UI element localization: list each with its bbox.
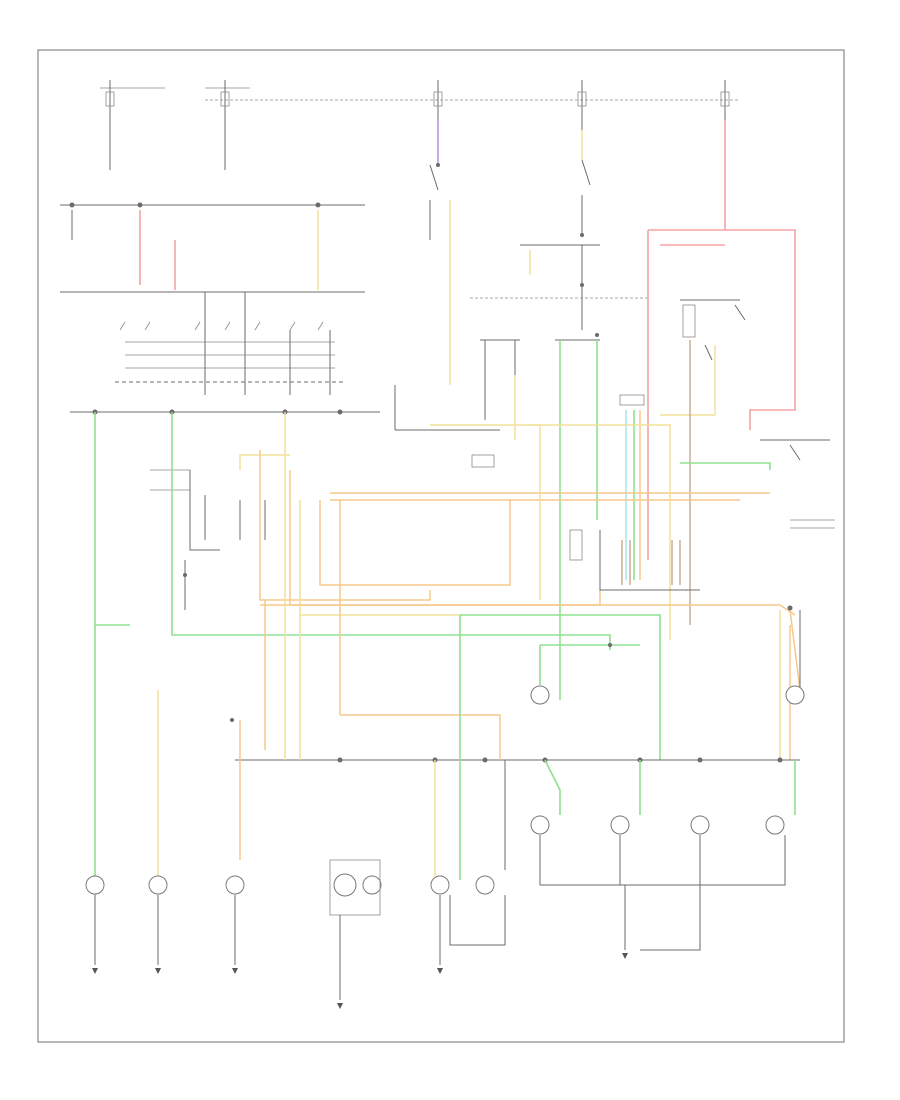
lamp-bulb <box>785 685 805 705</box>
lamp-bulb <box>148 875 168 895</box>
junction-dots <box>183 163 793 722</box>
lamp-bulb <box>430 875 450 895</box>
lamp-bulb <box>530 815 550 835</box>
switch-block-center <box>394 159 650 700</box>
lamp-sockets <box>85 685 805 916</box>
lamp-bulb <box>610 815 630 835</box>
mid-harness <box>150 424 771 640</box>
lamp-bulb <box>362 875 382 895</box>
wire-green-rear <box>544 759 561 815</box>
lamp-bulb <box>475 875 495 895</box>
fuse-row-top <box>100 80 740 150</box>
lamp-bulb <box>333 873 357 897</box>
lamp-bulb <box>690 815 710 835</box>
lamp-bulb <box>225 875 245 895</box>
lamp-bulb <box>765 815 785 835</box>
ground-returns <box>92 835 786 1009</box>
lower-bus <box>157 412 800 895</box>
diagram-frame <box>37 49 845 1043</box>
lamp-bulb <box>85 875 105 895</box>
relay-right <box>619 229 835 625</box>
switch-block-left <box>60 150 380 415</box>
lamp-bulb <box>530 685 550 705</box>
